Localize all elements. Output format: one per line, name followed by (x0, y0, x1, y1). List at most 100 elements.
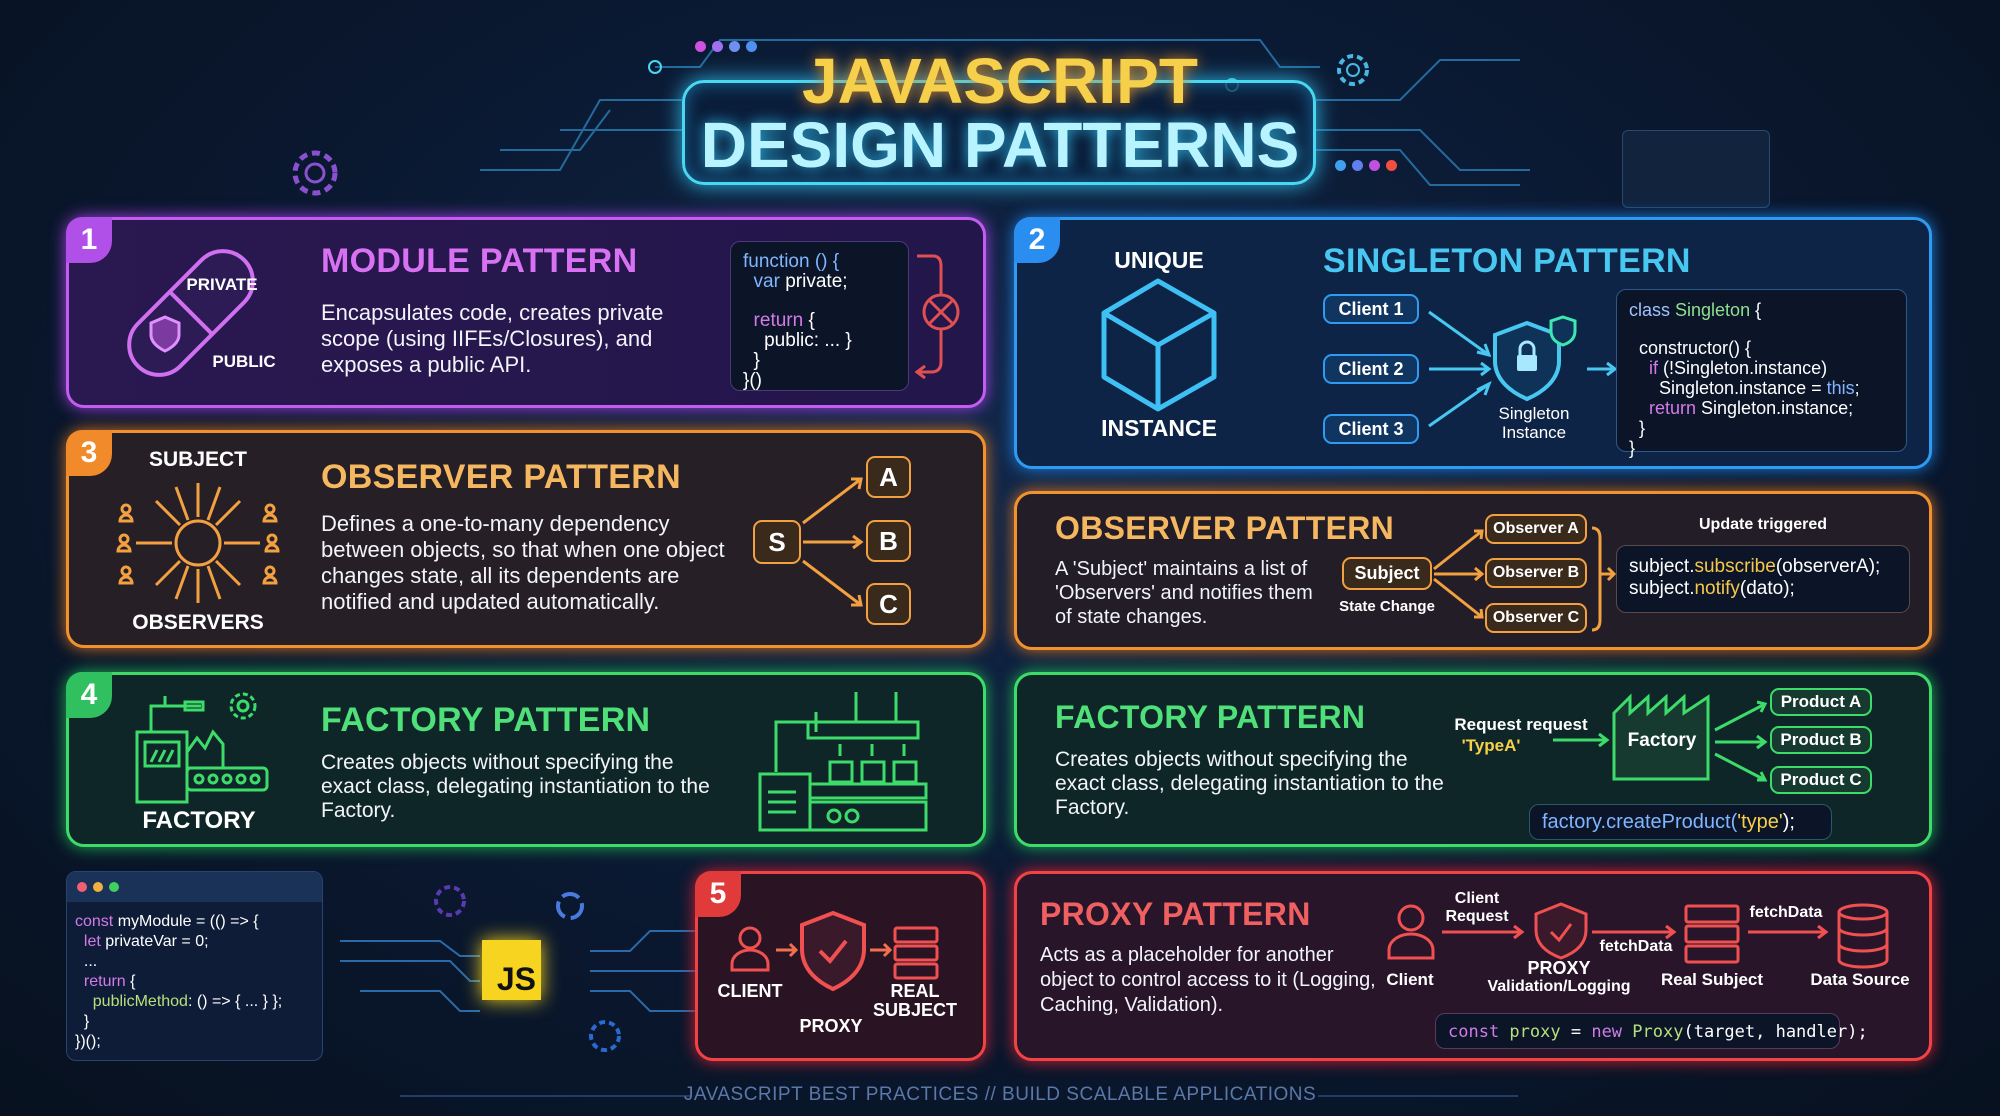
state-change-label: State Change (1339, 598, 1435, 615)
code-line: ... (75, 952, 314, 972)
code-token: } (1629, 418, 1646, 438)
module-description: Encapsulates code, creates private scope… (321, 300, 664, 377)
factory-alt-panel: FACTORY PATTERN Creates objects without … (1014, 672, 1932, 847)
singleton-title: SINGLETON PATTERN (1323, 242, 1691, 280)
code-line: } (743, 351, 896, 371)
proxy-shield-icon (800, 910, 866, 992)
mini-arrows (776, 942, 893, 958)
code-token: publicMethod (75, 993, 188, 1010)
code-line: var private; (743, 272, 896, 292)
server-icon (893, 926, 939, 980)
factory-box-label: Factory (1627, 730, 1697, 751)
database-icon (1837, 903, 1889, 969)
code-token: const (75, 913, 118, 930)
code-token: } (743, 350, 760, 371)
code-token: Proxy (1632, 1022, 1684, 1042)
code-token: var (743, 271, 786, 292)
code-token: : () => { ... } }; (187, 993, 283, 1010)
observer-alt-description: A 'Subject' maintains a list of 'Observe… (1055, 558, 1313, 628)
module-number-badge: 1 (66, 217, 112, 263)
client-1-box: Client 1 (1323, 294, 1419, 324)
observer-alt-code-block: subject.subscribe(observerA);subject.not… (1616, 545, 1910, 613)
observer-b-box: Observer B (1485, 558, 1587, 588)
mini-proxy-label: PROXY (799, 1016, 863, 1036)
footer-text: JAVASCRIPT BEST PRACTICES // BUILD SCALA… (683, 1084, 1317, 1105)
client-request-label-2: Request (1445, 908, 1509, 925)
product-a-box: Product A (1770, 688, 1872, 716)
code-line: constructor() { (1629, 338, 1894, 358)
client-label: Client (1386, 970, 1434, 989)
factory-description: Creates objects without specifying the e… (321, 751, 710, 822)
observer-node-b: B (866, 520, 911, 562)
code-token: constructor() { (1629, 338, 1752, 358)
module-code-block: function () { var private; return { publ… (730, 241, 909, 391)
observer-description: Defines a one-to-many dependency between… (321, 511, 725, 614)
code-token: new (1591, 1022, 1633, 1042)
client-request-label-1: Client (1454, 890, 1500, 907)
code-line: const proxy = new Proxy(target, handler)… (1448, 1022, 1868, 1042)
code-line: return Singleton.instance; (1629, 398, 1894, 418)
code-line (1629, 320, 1894, 338)
mini-real-label: REAL (890, 981, 940, 1001)
proxy-mini-panel: 5 CLIENT PROXY REAL SUBJECT (695, 871, 986, 1061)
assembly-line-icon (758, 692, 928, 832)
observer-alt-panel: OBSERVER PATTERN A 'Subject' maintains a… (1014, 491, 1932, 650)
product-c-box: Product C (1770, 766, 1872, 794)
observer-number-badge: 3 (66, 430, 112, 476)
code-line: let privateVar = 0; (75, 932, 314, 952)
js-circuit-lines (340, 885, 700, 1052)
subject-node: S (753, 520, 801, 564)
mini-client-label: CLIENT (717, 981, 783, 1001)
header-dots-right (1335, 160, 1397, 171)
js-logo: JS (482, 940, 541, 1000)
mini-editor-decor (1622, 130, 1770, 208)
code-line: Singleton.instance = this; (1629, 378, 1894, 398)
code-token: Singleton (1675, 300, 1756, 320)
proxy-number-badge: 5 (695, 871, 741, 917)
factory-code-block: factory.createProduct('type'); (1529, 804, 1832, 840)
proxy-pattern-panel: PROXY PATTERN Acts as a placeholder for … (1014, 871, 1932, 1061)
product-b-box: Product B (1770, 726, 1872, 754)
footer-line-left (400, 1095, 690, 1097)
factory-arrows (1553, 700, 1768, 782)
observer-alt-title: OBSERVER PATTERN (1055, 510, 1395, 546)
factory-alt-title: FACTORY PATTERN (1055, 699, 1366, 735)
singleton-code-block: class Singleton { constructor() { if (!S… (1616, 289, 1907, 458)
code-token: } (1629, 438, 1636, 458)
proxy-flow-arrows (1442, 924, 1829, 940)
code-token: (target, handler); (1683, 1022, 1868, 1042)
code-token: notify (1694, 578, 1740, 599)
code-token: (dato); (1739, 578, 1795, 599)
code-token: ; (1854, 378, 1860, 398)
proxy-label: PROXY (1527, 958, 1591, 978)
maximize-dot (109, 882, 119, 892)
header-circuits (480, 39, 1530, 186)
factory-pattern-panel: 4 FACTORY FACTORY PATTERN Creates object… (66, 672, 986, 847)
code-token: ); (1782, 811, 1795, 833)
gear-icon (292, 150, 338, 196)
subject-observers-icon (116, 483, 280, 603)
code-token: Singleton.instance; (1701, 398, 1854, 418)
code-token: } (75, 1013, 90, 1030)
code-token: Singleton.instance = (1629, 378, 1827, 398)
factory-title: FACTORY PATTERN (321, 701, 651, 739)
code-token: if (1629, 358, 1664, 378)
code-line: function () { (743, 252, 896, 272)
code-token: const (1448, 1022, 1510, 1042)
code-line: const myModule = (() => { (75, 912, 314, 932)
code-token: (!Singleton.instance) (1663, 358, 1828, 378)
code-line: }() (743, 371, 896, 391)
observer-node-a: A (866, 456, 911, 498)
singleton-pattern-panel: 2 UNIQUE INSTANCE SINGLETON PATTERN Clie… (1014, 217, 1932, 469)
bracket-arrow (1591, 526, 1617, 632)
observers-label: OBSERVERS (132, 611, 264, 634)
client-arrows (1428, 310, 1618, 428)
code-token: return (75, 973, 131, 990)
proxy-code-block: const proxy = new Proxy(target, handler)… (1435, 1013, 1868, 1049)
module-pattern-panel: 1 PRIVATE PUBLIC MODULE PATTERN Encapsul… (66, 217, 986, 408)
code-token: { (130, 973, 136, 990)
real-subject-server-icon (1684, 904, 1740, 964)
factory-alt-description: Creates objects without specifying the e… (1055, 748, 1444, 819)
code-token: 'type' (1737, 811, 1783, 833)
observer-c-box: Observer C (1485, 603, 1587, 633)
